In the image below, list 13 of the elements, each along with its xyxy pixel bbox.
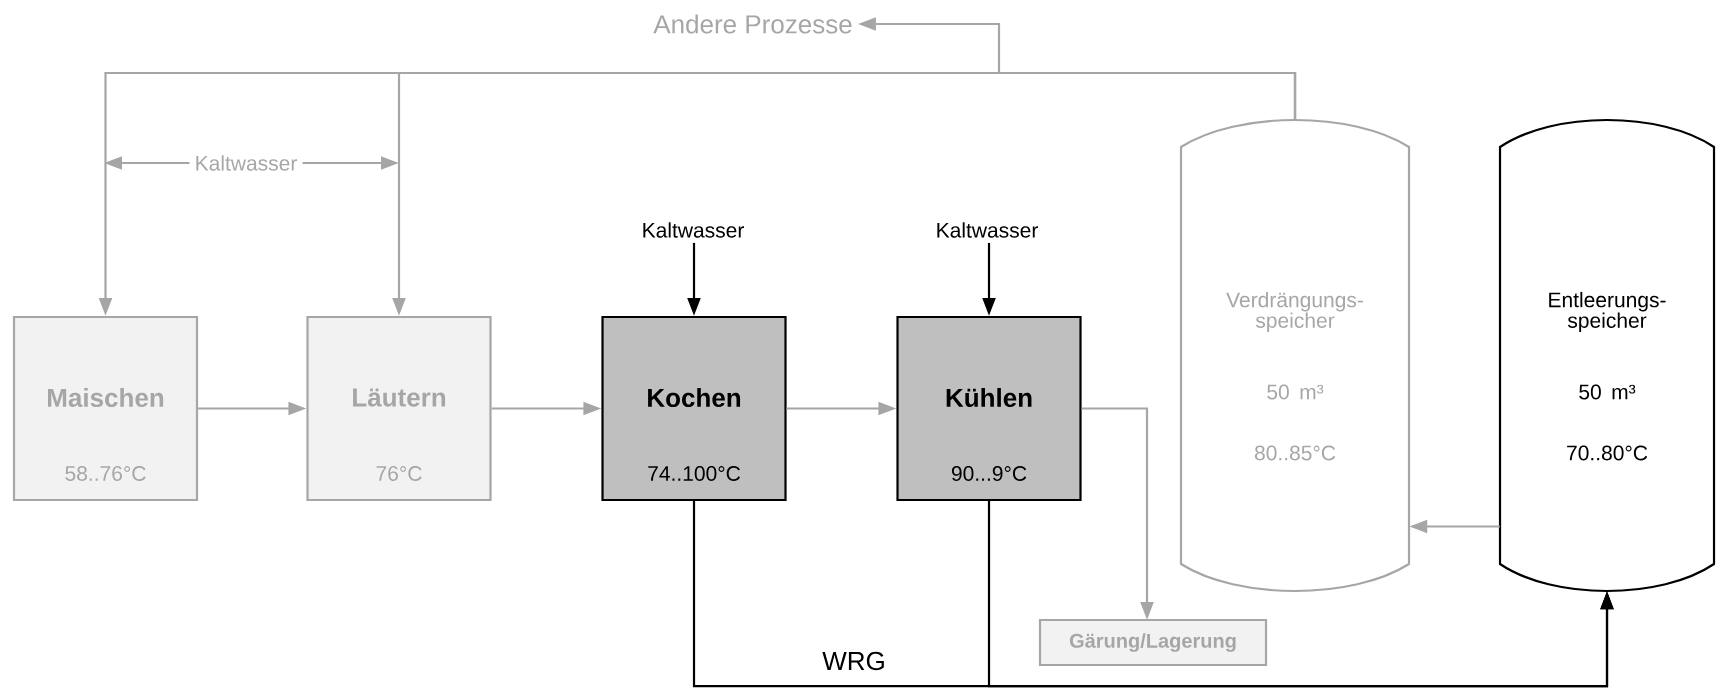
process-label: Andere Prozesse [653, 14, 852, 34]
storage-tank: Entleerungs- speicher 50 m³ 70..80°C [1498, 118, 1716, 593]
edge-label: WRG [820, 649, 888, 673]
arrow [987, 501, 1614, 688]
process-box: Läutern 76°C [306, 315, 492, 502]
flow-label: Kaltwasser [196, 155, 297, 171]
process-box: Maischen 58..76°C [12, 315, 199, 502]
process-box: Gärung/Lagerung [1038, 618, 1268, 667]
process-box: Kühlen 90...9°C [896, 315, 1082, 502]
flow-label: Kaltwasser [937, 222, 1038, 238]
flow-label: Kaltwasser [643, 222, 744, 238]
process-box: Kochen 74..100°C [601, 315, 787, 502]
storage-tank: Verdrängungs- speicher 50 m³ 80..85°C [1179, 118, 1411, 593]
